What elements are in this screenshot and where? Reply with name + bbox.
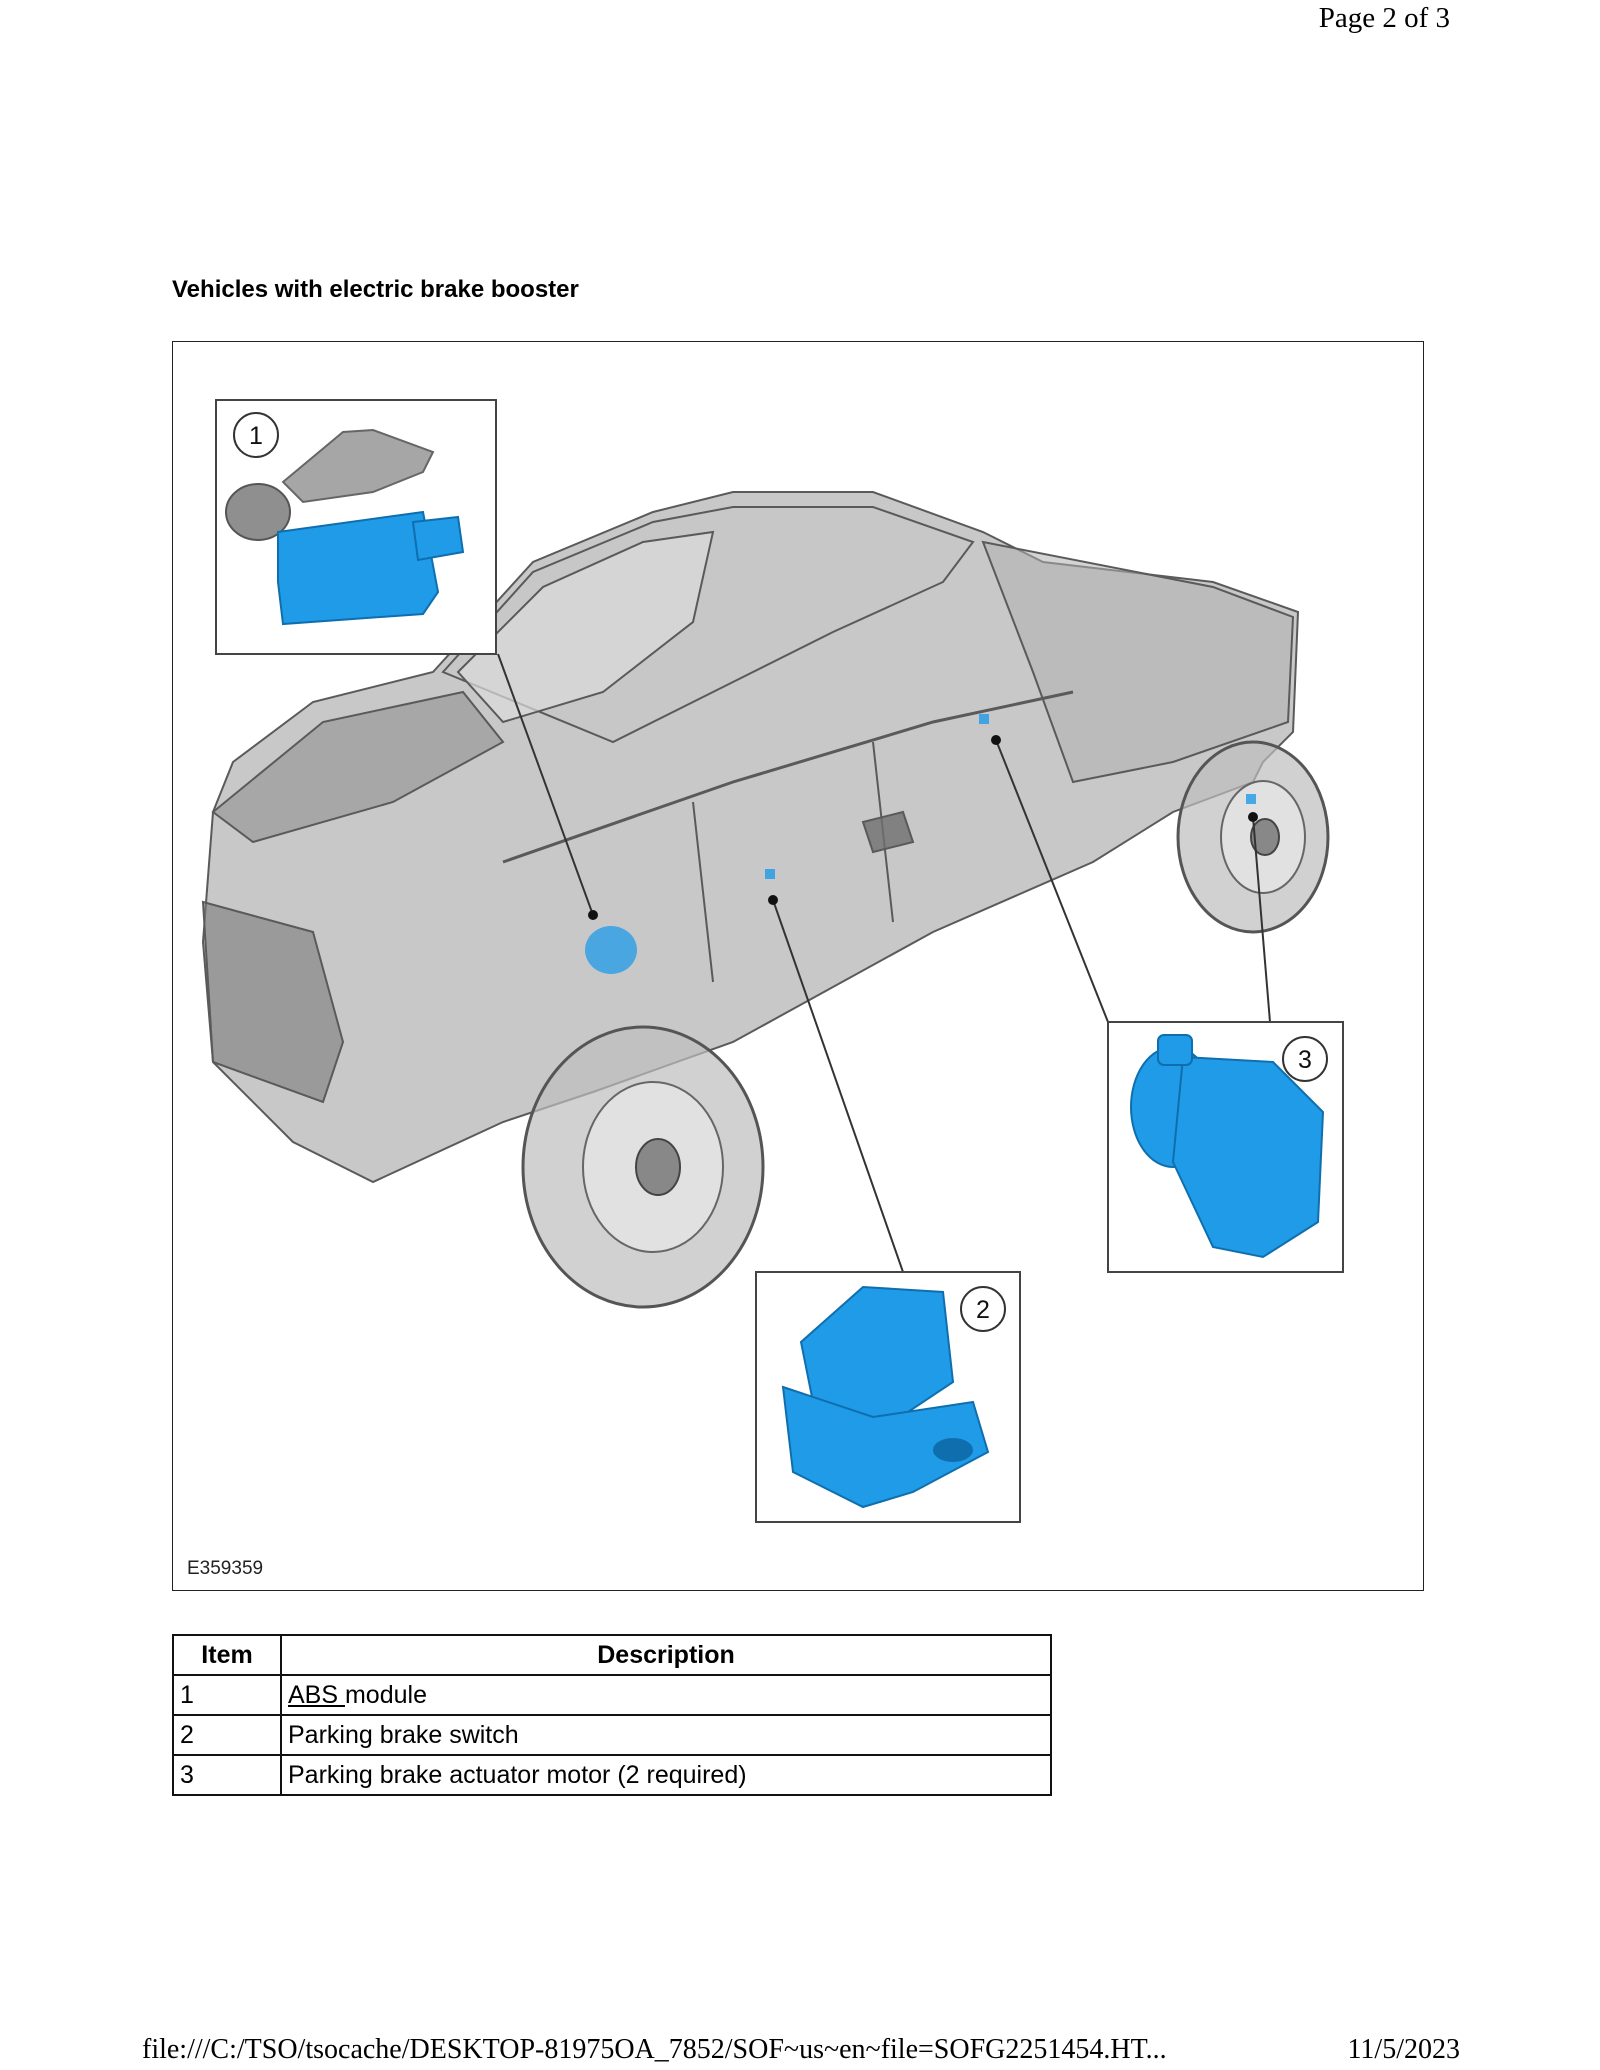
figure-id: E359359 bbox=[187, 1558, 264, 1579]
item-number: 3 bbox=[172, 1754, 282, 1796]
rear-wheel bbox=[1176, 740, 1330, 934]
vehicle-illustration: 1 3 2 E359359 bbox=[172, 341, 1424, 1591]
table-row: 2 Parking brake switch bbox=[172, 1714, 1052, 1756]
item-description: Parking brake switch bbox=[280, 1714, 1052, 1756]
item-number: 1 bbox=[172, 1674, 282, 1716]
leader-lines bbox=[497, 653, 1271, 1273]
actuator-location-left bbox=[979, 714, 989, 724]
callout-actuator-motor bbox=[1107, 1021, 1344, 1273]
leader-dots bbox=[588, 735, 1258, 920]
pickup-truck bbox=[201, 491, 1300, 1184]
callout-parking-brake-switch bbox=[755, 1271, 1021, 1523]
table-row: 3 Parking brake actuator motor (2 requir… bbox=[172, 1754, 1052, 1796]
svg-text:1: 1 bbox=[249, 422, 263, 450]
item-description-text: module bbox=[344, 1680, 427, 1709]
front-wheel bbox=[521, 1025, 765, 1309]
footer-date: 11/5/2023 bbox=[1347, 2034, 1460, 2065]
page-footer: file:///C:/TSO/tsocache/DESKTOP-81975OA_… bbox=[142, 2030, 1460, 2070]
vehicle-diagram: 1 3 2 bbox=[201, 399, 1344, 1523]
item-description: Parking brake actuator motor (2 required… bbox=[280, 1754, 1052, 1796]
header-item: Item bbox=[172, 1634, 282, 1676]
abs-link[interactable]: ABS bbox=[288, 1680, 345, 1709]
table-header-row: Item Description bbox=[172, 1634, 1052, 1676]
switch-location bbox=[765, 869, 775, 879]
item-number: 2 bbox=[172, 1714, 282, 1756]
svg-text:2: 2 bbox=[976, 1296, 990, 1324]
header-description: Description bbox=[280, 1634, 1052, 1676]
table-row: 1 ABS module bbox=[172, 1674, 1052, 1716]
callout-number-2: 2 bbox=[960, 1286, 1006, 1332]
page-number: Page 2 of 3 bbox=[1318, 2, 1450, 34]
footer-file-path: file:///C:/TSO/tsocache/DESKTOP-81975OA_… bbox=[142, 2034, 1167, 2065]
item-description: ABS module bbox=[280, 1674, 1052, 1716]
item-description-table: Item Description 1 ABS module 2 Parking … bbox=[172, 1634, 1052, 1796]
callout-number-1: 1 bbox=[233, 412, 279, 458]
svg-text:3: 3 bbox=[1298, 1046, 1312, 1074]
abs-module-location bbox=[585, 926, 637, 974]
section-title: Vehicles with electric brake booster bbox=[172, 276, 579, 303]
actuator-location-right bbox=[1246, 794, 1256, 804]
callout-number-3: 3 bbox=[1282, 1036, 1328, 1082]
